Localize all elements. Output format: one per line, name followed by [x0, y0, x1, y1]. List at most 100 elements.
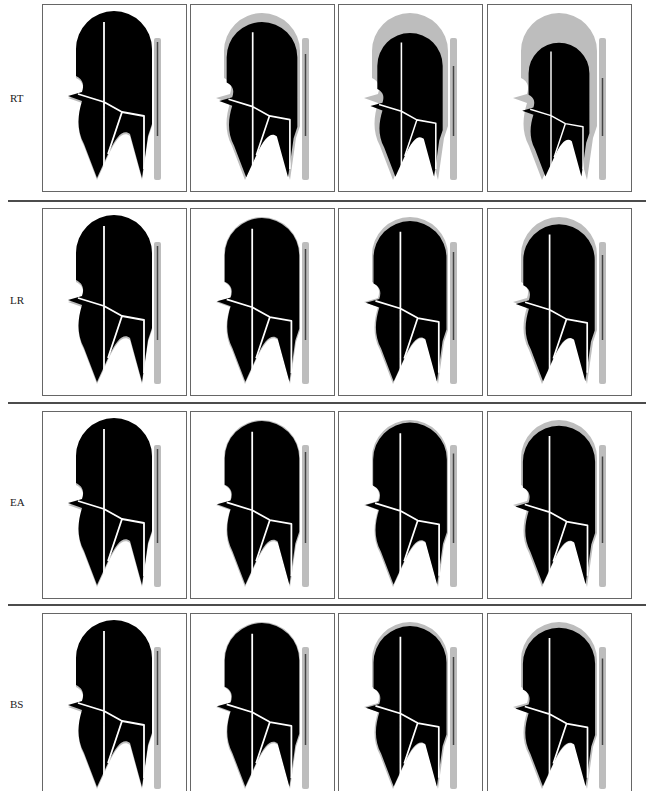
panel-frame — [43, 5, 187, 192]
reference-shape — [513, 420, 597, 587]
reference-shape — [216, 420, 300, 587]
panel — [488, 5, 632, 192]
reference-shape — [513, 217, 597, 384]
white-tree — [227, 432, 292, 576]
panel-frame — [488, 5, 632, 192]
side-bar-core — [453, 252, 455, 340]
panel-frame — [339, 614, 483, 791]
black-shape — [366, 626, 447, 786]
deformed-shape — [370, 33, 442, 177]
panel — [43, 209, 187, 396]
deformed-shape — [366, 626, 447, 786]
side-bar — [154, 647, 161, 789]
white-tree — [78, 226, 144, 373]
panel-frame — [488, 412, 632, 599]
panel-frame — [339, 5, 483, 192]
panel — [43, 5, 187, 192]
white-tree — [227, 634, 292, 778]
reference-shape — [364, 217, 448, 384]
side-bar-core — [602, 659, 604, 746]
side-bar — [599, 38, 606, 180]
white-tree — [229, 32, 290, 169]
white-tree — [78, 429, 144, 576]
deformed-shape — [217, 421, 299, 585]
side-bar — [302, 38, 309, 180]
white-tree — [379, 42, 436, 168]
black-shape — [68, 418, 152, 585]
side-bar-core — [453, 454, 455, 544]
side-bar — [154, 445, 161, 587]
row-label: LR — [10, 294, 24, 306]
row-separator — [8, 200, 646, 201]
reference-shape — [364, 13, 448, 180]
panel — [488, 614, 632, 791]
reference-shape — [216, 217, 300, 384]
deformed-shape — [68, 11, 152, 178]
panel — [339, 5, 483, 192]
black-shape — [217, 623, 299, 787]
white-tree — [525, 235, 587, 373]
black-shape — [515, 628, 595, 787]
reference-shape — [216, 13, 300, 180]
side-bar-core — [602, 78, 604, 136]
black-shape — [515, 426, 595, 585]
black-shape — [516, 224, 595, 381]
side-bar — [599, 445, 606, 587]
deformed-shape — [217, 623, 299, 787]
panel — [43, 614, 187, 791]
side-bar-core — [453, 657, 455, 745]
reference-shape — [513, 622, 597, 789]
panel-frame — [191, 614, 335, 791]
black-shape — [366, 221, 447, 381]
deformed-shape — [522, 43, 589, 177]
side-bar — [302, 445, 309, 587]
panel — [339, 614, 483, 791]
deformed-shape — [219, 22, 297, 177]
white-tree — [525, 638, 588, 778]
side-bar-core — [305, 452, 307, 543]
white-tree — [375, 433, 439, 576]
side-bar — [450, 445, 457, 587]
panel — [339, 412, 483, 599]
black-shape — [365, 423, 446, 585]
panel — [191, 209, 335, 396]
side-bar — [450, 647, 457, 789]
side-bar — [450, 242, 457, 384]
panel-frame — [339, 412, 483, 599]
row-label: BS — [10, 698, 23, 710]
reference-shape — [513, 13, 597, 180]
side-bar-core — [305, 249, 307, 340]
side-bar-core — [453, 66, 455, 136]
deformed-shape — [68, 620, 152, 787]
row-separator — [8, 402, 646, 403]
panel — [339, 209, 483, 396]
deformed-shape — [516, 224, 595, 381]
reference-shape — [216, 622, 300, 789]
deformed-shape — [68, 215, 152, 382]
panel-frame — [488, 209, 632, 396]
panel-frame — [191, 412, 335, 599]
panel — [191, 5, 335, 192]
side-bar-core — [157, 651, 159, 745]
white-tree — [525, 436, 588, 576]
black-shape — [219, 22, 297, 177]
deformed-shape — [217, 218, 299, 382]
panel — [488, 412, 632, 599]
white-tree — [78, 22, 144, 169]
black-shape — [217, 421, 299, 585]
side-bar — [154, 242, 161, 384]
side-bar — [450, 38, 457, 180]
panel — [43, 412, 187, 599]
panel — [191, 614, 335, 791]
black-shape — [522, 43, 589, 177]
white-tree — [78, 631, 144, 778]
deformed-shape — [366, 221, 447, 381]
side-bar-core — [602, 457, 604, 544]
side-bar-core — [305, 54, 307, 136]
side-bar — [599, 242, 606, 384]
side-bar — [599, 647, 606, 789]
side-bar — [302, 647, 309, 789]
white-tree — [375, 232, 438, 373]
reference-shape — [364, 420, 448, 587]
